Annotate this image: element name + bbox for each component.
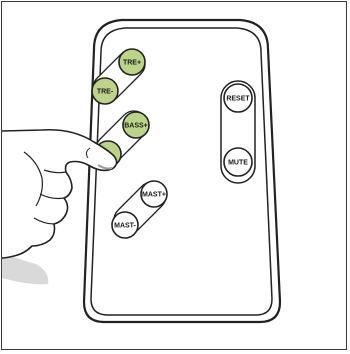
master-up-button[interactable]: MAST+ xyxy=(140,180,168,208)
master-down-button[interactable]: MAST- xyxy=(111,211,139,239)
treble-up-label: TRE+ xyxy=(123,60,141,67)
pointing-finger-icon xyxy=(2,128,118,285)
reset-label: RESET xyxy=(226,96,250,103)
master-up-label: MAST+ xyxy=(142,192,166,199)
master-down-label: MAST- xyxy=(114,223,136,230)
reset-button[interactable]: RESET xyxy=(223,83,253,113)
treble-down-button[interactable]: TRE- xyxy=(91,77,119,105)
remote-diagram: TRE+ TRE- BASS+ MAST+ MAST- RESET MUTE xyxy=(2,18,282,324)
mute-label: MUTE xyxy=(228,160,248,167)
bass-up-label: BASS+ xyxy=(124,123,148,130)
bass-up-button[interactable]: BASS+ xyxy=(122,111,150,139)
treble-down-label: TRE- xyxy=(97,89,114,96)
diagram-frame: TRE+ TRE- BASS+ MAST+ MAST- RESET MUTE xyxy=(1,1,347,350)
treble-up-button[interactable]: TRE+ xyxy=(118,48,146,76)
mute-button[interactable]: MUTE xyxy=(223,147,253,177)
